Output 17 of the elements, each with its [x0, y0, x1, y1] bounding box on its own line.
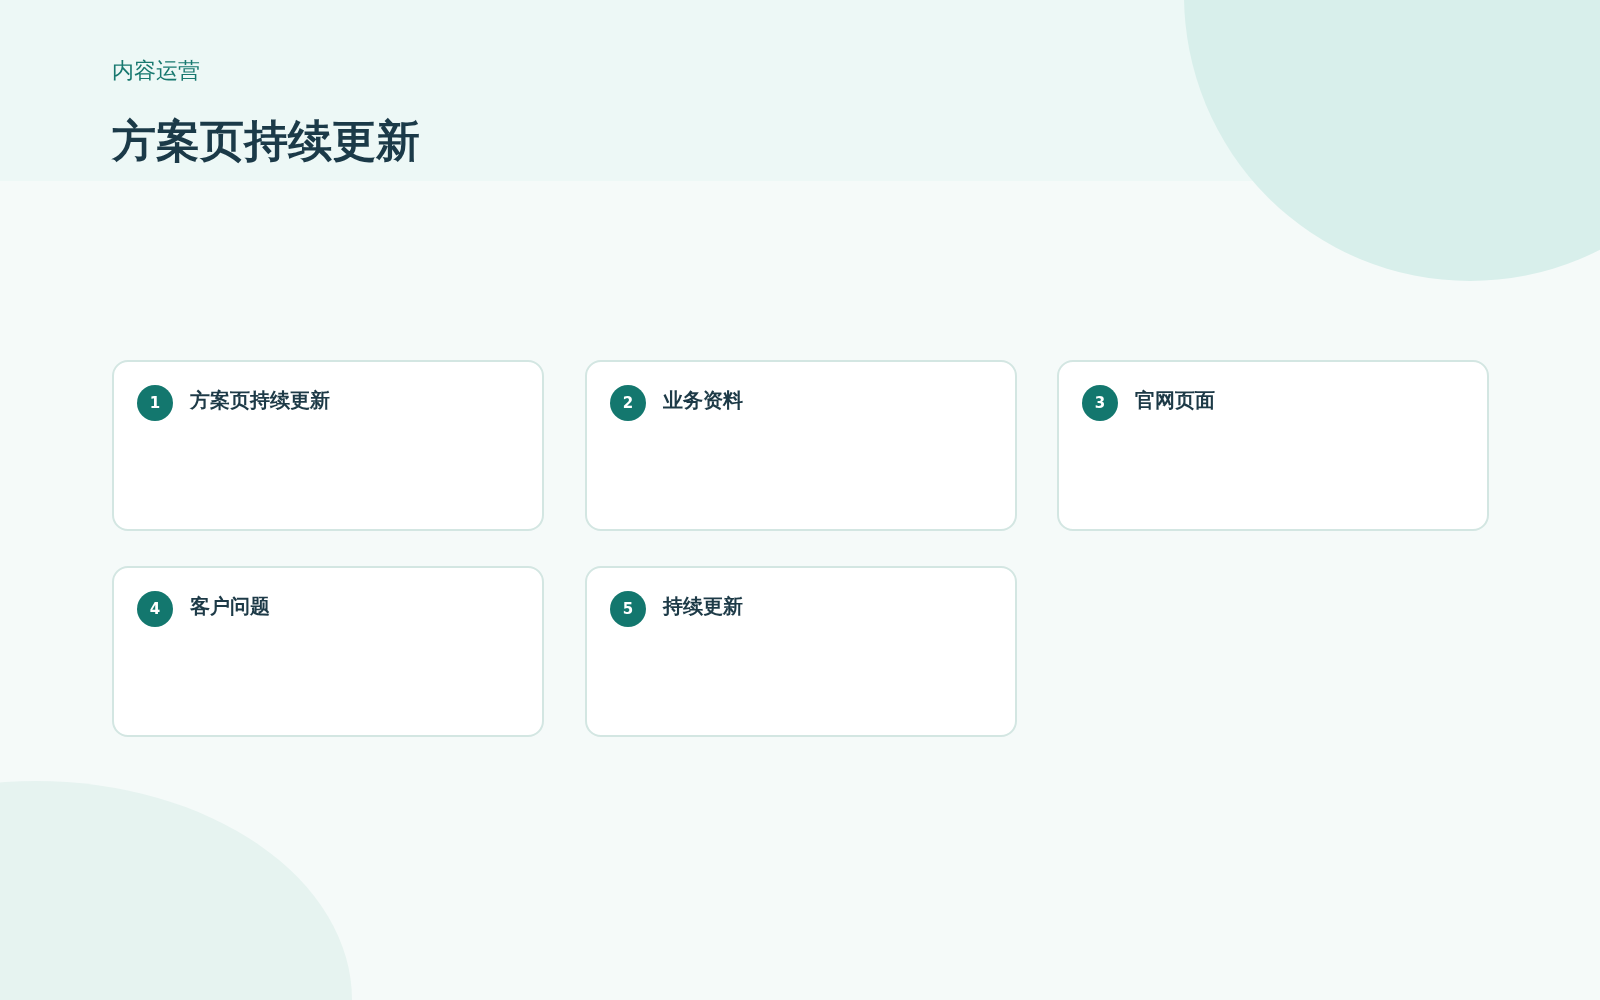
card-title: 持续更新 [663, 593, 743, 620]
kicker-text: 内容运营 [112, 57, 200, 85]
step-card [112, 566, 544, 737]
card-title: 官网页面 [1135, 387, 1215, 414]
page-title: 方案页持续更新 [112, 114, 420, 168]
number-badge: 3 [1082, 385, 1118, 421]
number-badge: 2 [610, 385, 646, 421]
card-title: 方案页持续更新 [190, 387, 330, 414]
card-title: 客户问题 [190, 593, 270, 620]
card-title: 业务资料 [663, 387, 743, 414]
step-card [1057, 360, 1489, 531]
number-badge: 4 [137, 591, 173, 627]
step-card [585, 360, 1017, 531]
step-card [112, 360, 544, 531]
step-card [585, 566, 1017, 737]
number-badge: 5 [610, 591, 646, 627]
number-badge: 1 [137, 385, 173, 421]
